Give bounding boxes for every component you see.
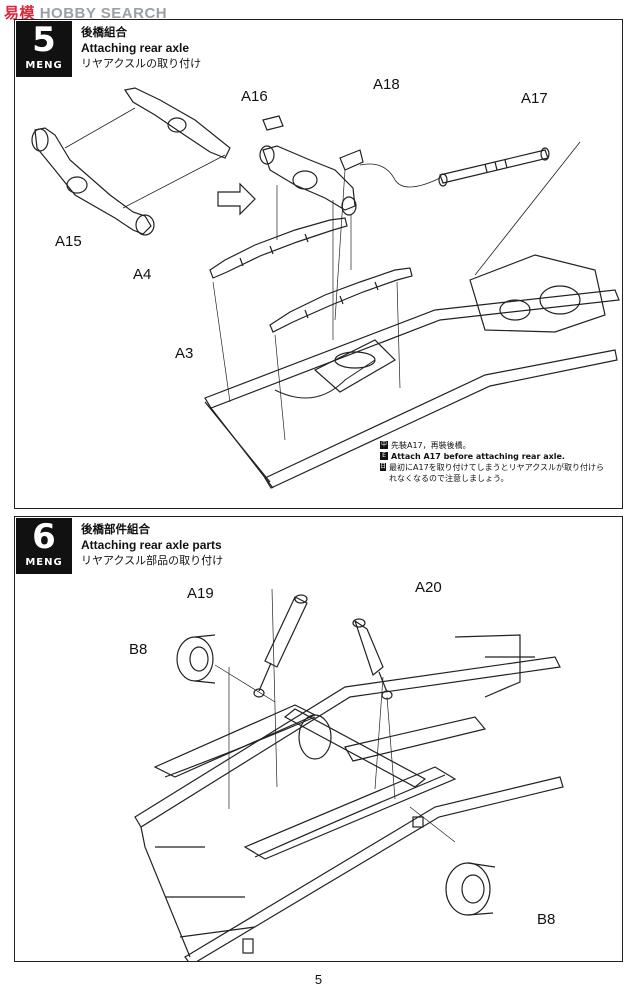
label-a20: A20	[415, 579, 442, 596]
watermark-cn: 易	[4, 5, 20, 22]
brand-logo: MENG	[16, 556, 72, 570]
title-jp: リヤアクスル部品の取り付け	[81, 554, 224, 567]
label-a4: A4	[133, 266, 152, 283]
watermark-cn2: 模	[19, 5, 36, 22]
label-a15: A15	[55, 233, 82, 250]
step-5-badge: 5 MENG	[16, 21, 72, 77]
note-en: Attach A17 before attaching rear axle.	[391, 452, 565, 461]
watermark-en: HOBBY SEARCH	[39, 5, 168, 22]
step-number: 5	[32, 20, 56, 60]
label-a3: A3	[175, 345, 194, 362]
brake-drum-b8-top	[176, 634, 216, 684]
step-5-title: 後橋組合 Attaching rear axle リヤアクスルの取り付け	[81, 24, 201, 72]
title-en: Attaching rear axle	[81, 41, 190, 55]
title-cn: 後橋部件組合	[81, 522, 150, 536]
label-a18: A18	[373, 76, 400, 93]
guide-lines	[214, 588, 456, 843]
guide-lines	[212, 169, 401, 441]
brake-drum-b8-bottom	[445, 862, 496, 916]
driveshaft-a17	[359, 147, 550, 188]
note-jp: 最初にA17を取り付けてしまうとリヤアクスルが取り付けられなくなるので注意しまし…	[389, 463, 605, 483]
label-a16: A16	[241, 88, 268, 105]
step-5-panel: 5 MENG 後橋組合 Attaching rear axle リヤアクスルの取…	[14, 19, 623, 509]
cn-flag-icon: 中	[380, 441, 388, 449]
chassis-frame	[204, 254, 620, 489]
axle-housing-a15	[31, 87, 231, 236]
brand-logo: MENG	[16, 59, 72, 73]
label-a19: A19	[187, 585, 214, 602]
label-b8-bottom: B8	[537, 911, 556, 928]
note-cn: 先裝A17，再裝後橋。	[391, 441, 471, 450]
label-b8-top: B8	[129, 641, 148, 658]
title-en: Attaching rear axle parts	[81, 538, 222, 552]
page-number: 5	[314, 972, 323, 987]
a17-guide	[474, 141, 581, 276]
step-6-title: 後橋部件組合 Attaching rear axle parts リヤアクスル部…	[81, 521, 223, 569]
axle-assembly-a18	[259, 115, 364, 216]
step-6-panel: 6 MENG 後橋部件組合 Attaching rear axle parts …	[14, 516, 623, 962]
leaf-spring-a4	[209, 217, 348, 279]
rear-chassis-frame	[134, 634, 564, 961]
shock-absorber-a20	[352, 618, 393, 700]
label-a17: A17	[521, 90, 548, 107]
step-number: 6	[32, 517, 56, 557]
title-cn: 後橋組合	[81, 25, 127, 39]
step-6-badge: 6 MENG	[16, 518, 72, 574]
leaf-spring-a3	[269, 267, 413, 333]
title-jp: リヤアクスルの取り付け	[81, 57, 202, 70]
jp-flag-icon: 日	[380, 463, 387, 471]
shock-absorber-a19	[253, 594, 308, 698]
en-flag-icon: E	[380, 452, 388, 460]
assembly-arrow-icon	[217, 182, 256, 216]
watermark: 易模 HOBBY SEARCH	[4, 2, 167, 23]
step-6-diagram	[134, 588, 564, 961]
step-5-diagram	[31, 87, 620, 489]
